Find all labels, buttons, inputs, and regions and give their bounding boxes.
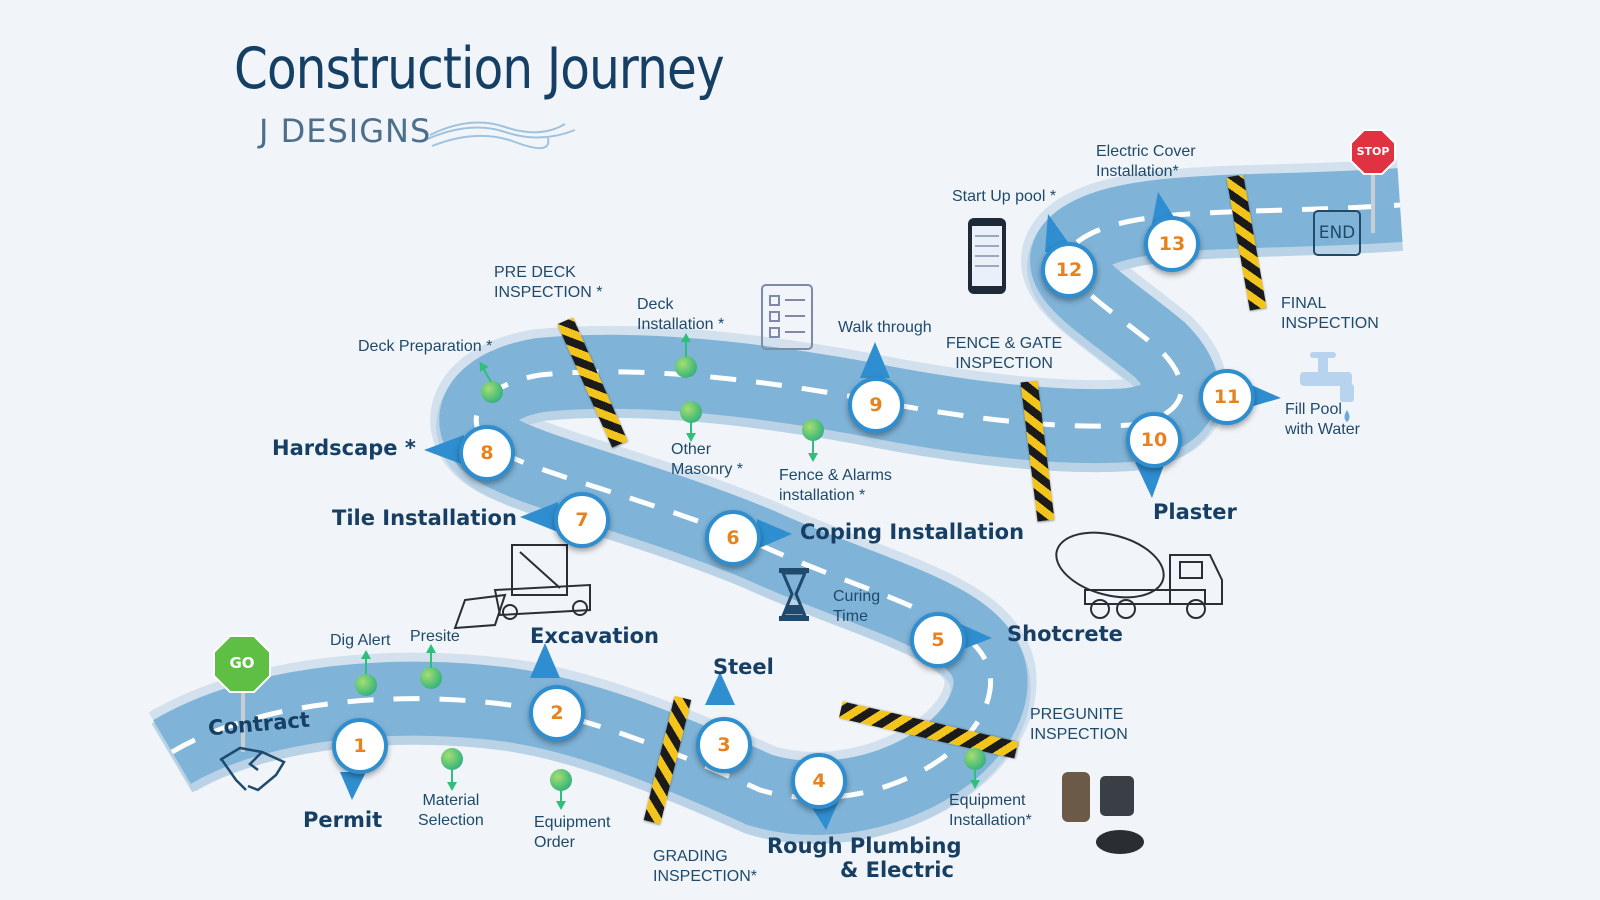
faucet-icon bbox=[1300, 352, 1354, 422]
pin-presite-stem bbox=[430, 652, 432, 668]
milestone-9: 9 bbox=[848, 377, 904, 433]
pin-other-masonry bbox=[680, 401, 702, 423]
pointer-1 bbox=[340, 772, 366, 800]
phone-icon bbox=[968, 218, 1006, 294]
label-shotcrete: Shotcrete bbox=[1007, 622, 1123, 646]
skid-steer-icon bbox=[453, 544, 591, 630]
label-hardscape: Hardscape * bbox=[272, 436, 416, 460]
milestone-7: 7 bbox=[554, 492, 610, 548]
pointer-9 bbox=[860, 342, 890, 378]
milestone-5: 5 bbox=[910, 612, 966, 668]
milestone-12: 12 bbox=[1041, 242, 1097, 298]
pin-dig-alert-stem bbox=[365, 658, 367, 674]
label-walk-through: Walk through bbox=[838, 319, 932, 336]
label-steel: Steel bbox=[713, 655, 774, 679]
milestone-13: 13 bbox=[1144, 216, 1200, 272]
pointer-6 bbox=[757, 519, 792, 549]
pin-material-selection-stem bbox=[451, 769, 453, 783]
label-fill-pool: Fill Pool with Water bbox=[1285, 401, 1360, 438]
label-rough-line2: & Electric bbox=[840, 858, 954, 882]
pin-equipment-installation-stem bbox=[974, 769, 976, 781]
pool-equipment-icon bbox=[1062, 772, 1144, 854]
pin-presite bbox=[420, 667, 442, 689]
label-excavation: Excavation bbox=[530, 624, 659, 648]
label-grading-inspection: GRADING INSPECTION* bbox=[653, 848, 758, 885]
handshake-icon bbox=[219, 746, 286, 792]
stop-sign-icon bbox=[1350, 129, 1396, 175]
pointer-10 bbox=[1135, 462, 1165, 498]
pin-equipment-installation bbox=[964, 748, 986, 770]
pointer-2 bbox=[530, 643, 560, 678]
brand-wave-icon bbox=[424, 121, 576, 149]
pointer-7 bbox=[520, 502, 558, 532]
pin-deck-installation bbox=[675, 356, 697, 378]
label-final-inspection: FINAL INSPECTION bbox=[1281, 295, 1379, 332]
milestone-4: 4 bbox=[791, 753, 847, 809]
label-fence-gate-inspection: FENCE & GATE INSPECTION bbox=[946, 335, 1063, 372]
label-deck-preparation: Deck Preparation * bbox=[358, 338, 493, 355]
end-sign: END bbox=[1313, 210, 1361, 256]
milestone-3: 3 bbox=[696, 717, 752, 773]
label-start-up: Start Up pool * bbox=[952, 188, 1057, 205]
pointer-3 bbox=[705, 672, 735, 705]
milestone-2: 2 bbox=[529, 685, 585, 741]
label-pregunite-inspection: PREGUNITE INSPECTION bbox=[1030, 706, 1128, 743]
pin-fence-alarms-arrow bbox=[808, 453, 818, 462]
milestone-11: 11 bbox=[1199, 369, 1255, 425]
pin-other-masonry-stem bbox=[690, 422, 692, 434]
pin-material-selection bbox=[441, 748, 463, 770]
label-deck-installation: Deck Installation * bbox=[637, 296, 725, 333]
pin-equipment-installation-arrow bbox=[970, 780, 980, 789]
pointer-8 bbox=[424, 435, 464, 465]
pin-dig-alert bbox=[355, 674, 377, 696]
hourglass-icon bbox=[779, 568, 809, 621]
label-presite: Presite bbox=[410, 628, 460, 645]
label-pre-deck-inspection: PRE DECK INSPECTION * bbox=[494, 264, 603, 301]
pin-fence-alarms-stem bbox=[812, 440, 814, 454]
pin-presite-arrow bbox=[426, 644, 436, 653]
label-plaster: Plaster bbox=[1153, 500, 1237, 524]
label-permit: Permit bbox=[303, 808, 383, 832]
label-dig-alert: Dig Alert bbox=[330, 632, 391, 649]
checklist-icon bbox=[761, 284, 813, 350]
pin-equipment-order-stem bbox=[560, 790, 562, 802]
milestone-8: 8 bbox=[459, 425, 515, 481]
pin-fence-alarms bbox=[802, 419, 824, 441]
cement-truck-icon bbox=[1055, 531, 1223, 619]
label-other-masonry: Other Masonry * bbox=[671, 441, 744, 478]
label-fence-alarms: Fence & Alarms installation * bbox=[779, 467, 892, 504]
go-sign-label: GO bbox=[229, 654, 255, 672]
go-sign-pole bbox=[241, 682, 245, 752]
pin-other-masonry-arrow bbox=[686, 433, 696, 442]
milestone-10: 10 bbox=[1126, 412, 1182, 468]
label-equipment-order: Equipment Order bbox=[534, 814, 611, 851]
pin-equipment-order-arrow bbox=[556, 801, 566, 810]
pin-deck-installation-stem bbox=[685, 341, 687, 357]
pin-deck-installation-arrow bbox=[681, 333, 691, 342]
label-equipment-installation: Equipment Installation* bbox=[949, 792, 1032, 829]
go-sign-icon bbox=[213, 635, 271, 693]
stop-sign-label: STOP bbox=[1356, 145, 1390, 158]
label-tile: Tile Installation bbox=[332, 506, 517, 530]
milestone-1: 1 bbox=[332, 718, 388, 774]
pin-equipment-order bbox=[550, 769, 572, 791]
pin-material-selection-arrow bbox=[447, 782, 457, 791]
label-rough-line1: Rough Plumbing bbox=[767, 834, 962, 858]
label-curing-time: Curing Time bbox=[833, 588, 881, 625]
label-coping: Coping Installation bbox=[800, 520, 1025, 544]
brand-name: J DESIGNS bbox=[259, 112, 432, 150]
milestone-6: 6 bbox=[705, 510, 761, 566]
page-title: Construction Journey bbox=[234, 36, 725, 102]
label-material-selection: Material Selection bbox=[418, 792, 484, 829]
pin-deck-preparation bbox=[481, 381, 503, 403]
stop-sign-pole bbox=[1371, 168, 1375, 233]
pin-dig-alert-arrow bbox=[361, 650, 371, 659]
label-electric-cover: Electric Cover Installation* bbox=[1096, 143, 1196, 180]
